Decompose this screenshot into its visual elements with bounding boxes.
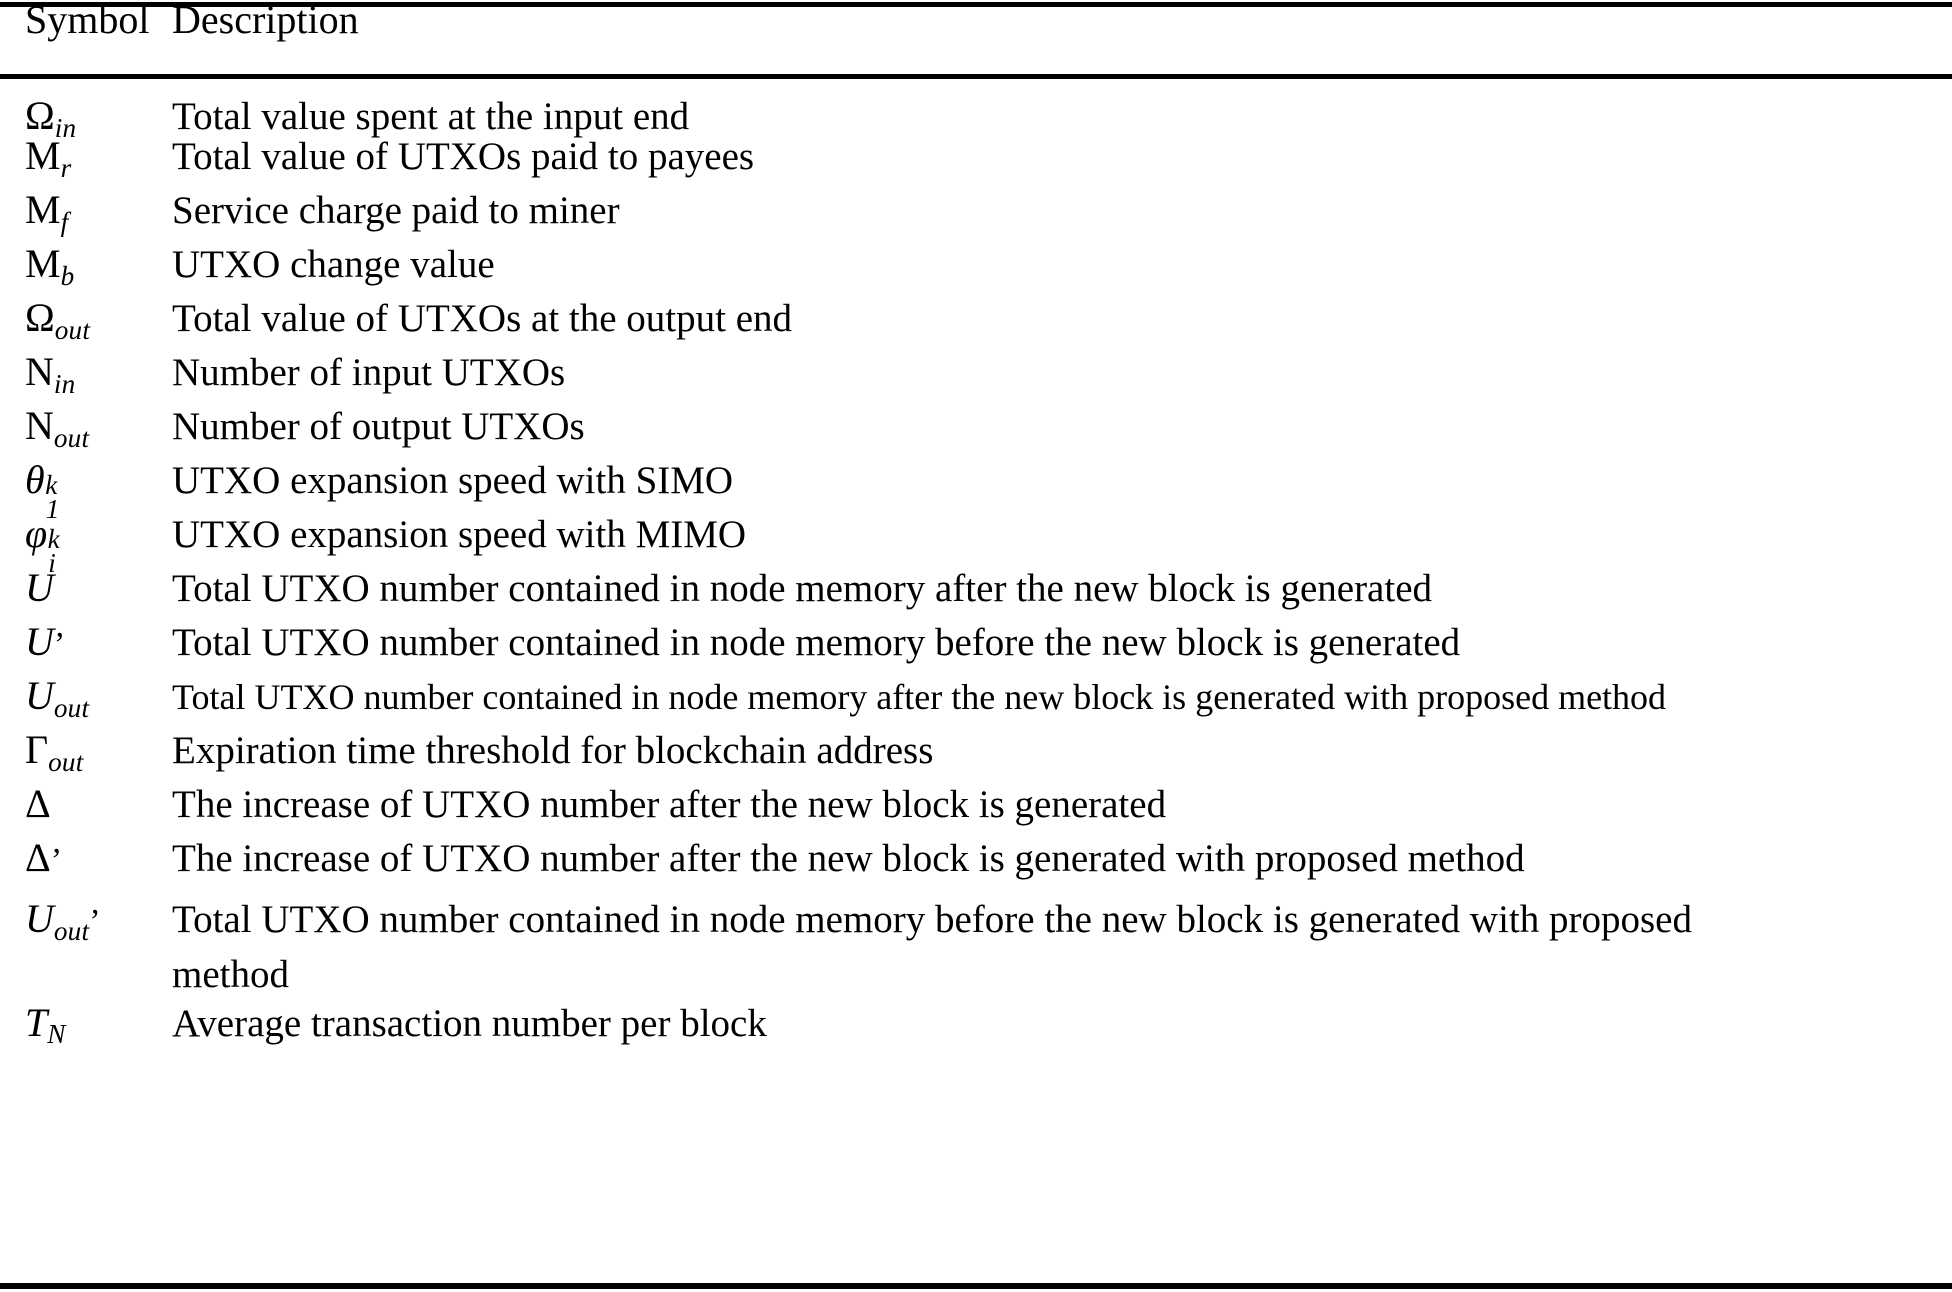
symbol-omega-out: Ωout	[25, 295, 91, 345]
table-row: Ωout Total value of UTXOs at the output …	[0, 298, 1952, 352]
row-symbol: U’	[0, 622, 172, 676]
row-symbol: Ωin	[0, 74, 172, 143]
row-description: Average transaction number per block	[172, 1001, 767, 1045]
row-symbol: Mr	[0, 136, 172, 190]
symbol-n-in: Nin	[25, 349, 76, 399]
table-row: Γout Expiration time threshold for block…	[0, 730, 1952, 784]
column-header-description: Description	[172, 0, 359, 42]
table-row: Ωin Total value spent at the input end	[0, 74, 1952, 143]
symbol-u-out: Uout	[25, 673, 90, 723]
symbol-u-prime: U’	[25, 619, 66, 664]
row-description: Total UTXO number contained in node memo…	[172, 567, 1433, 610]
column-header-symbol: Symbol	[25, 0, 150, 42]
symbol-omega-in: Ωin	[25, 93, 77, 143]
table-row: Mr Total value of UTXOs paid to payees	[0, 136, 1952, 190]
row-description: Number of output UTXOs	[172, 405, 585, 448]
table-row: TN Average transaction number per block	[0, 999, 1952, 1057]
row-description: Expiration time threshold for blockchain…	[172, 729, 934, 772]
symbol-gamma-out: Γout	[25, 727, 84, 777]
table-row: Nin Number of input UTXOs	[0, 352, 1952, 406]
row-description: The increase of UTXO number after the ne…	[172, 783, 1167, 826]
table-row: Nout Number of output UTXOs	[0, 406, 1952, 460]
row-description: Total UTXO number contained in node memo…	[172, 677, 1667, 717]
table-bottom-rule	[0, 1283, 1952, 1289]
symbol-m-b: Mb	[25, 241, 75, 291]
table-row: Uout’ Total UTXO number contained in nod…	[0, 892, 1952, 1003]
symbol-u: U	[25, 565, 54, 610]
row-symbol: Uout	[0, 676, 172, 730]
row-symbol: Δ	[0, 784, 172, 838]
row-description: Total UTXO number contained in node memo…	[172, 898, 1692, 997]
table-header-row: Symbol Description	[0, 0, 1952, 74]
row-symbol: Uout’	[0, 892, 172, 1003]
symbol-u-out-prime: Uout’	[25, 896, 101, 946]
row-description: Total UTXO number contained in node memo…	[172, 621, 1461, 664]
symbol-m-r: Mr	[25, 133, 72, 183]
table-row: Δ’ The increase of UTXO number after the…	[0, 838, 1952, 892]
table-header: Symbol Description	[0, 0, 1952, 74]
symbol-m-f: Mf	[25, 187, 69, 237]
symbol-t-n: TN	[25, 999, 66, 1050]
row-symbol: Γout	[0, 730, 172, 784]
table-row: Mb UTXO change value	[0, 244, 1952, 298]
row-description: UTXO expansion speed with MIMO	[172, 513, 747, 556]
row-symbol: U	[0, 568, 172, 622]
row-description: Total value of UTXOs paid to payees	[172, 135, 755, 178]
table-body: Ωin Total value spent at the input end M…	[0, 74, 1952, 1057]
row-description: UTXO expansion speed with SIMO	[172, 459, 734, 502]
symbol-delta-prime: Δ’	[25, 835, 63, 880]
row-description: Number of input UTXOs	[172, 351, 566, 394]
symbol-n-out: Nout	[25, 403, 90, 453]
row-symbol: Δ’	[0, 838, 172, 892]
row-symbol: Mb	[0, 244, 172, 298]
row-symbol: Nout	[0, 406, 172, 460]
row-symbol: TN	[0, 999, 172, 1057]
table-row: Mf Service charge paid to miner	[0, 190, 1952, 244]
row-description: The increase of UTXO number after the ne…	[172, 837, 1525, 880]
row-description: Total value spent at the input end	[172, 95, 690, 138]
table-row: U Total UTXO number contained in node me…	[0, 568, 1952, 622]
row-description: UTXO change value	[172, 243, 495, 286]
row-description: Service charge paid to miner	[172, 189, 620, 232]
table-row: Uout Total UTXO number contained in node…	[0, 676, 1952, 730]
row-symbol: Ωout	[0, 298, 172, 352]
symbol-table: Symbol Description Ωin Total value spent…	[0, 0, 1952, 1057]
row-description: Total value of UTXOs at the output end	[172, 297, 793, 340]
table-top-rule	[0, 2, 1952, 7]
row-symbol: Nin	[0, 352, 172, 406]
table-row: Δ The increase of UTXO number after the …	[0, 784, 1952, 838]
symbol-delta: Δ	[25, 781, 51, 826]
table-row: U’ Total UTXO number contained in node m…	[0, 622, 1952, 676]
table-header-rule	[0, 74, 1952, 79]
row-symbol: Mf	[0, 190, 172, 244]
